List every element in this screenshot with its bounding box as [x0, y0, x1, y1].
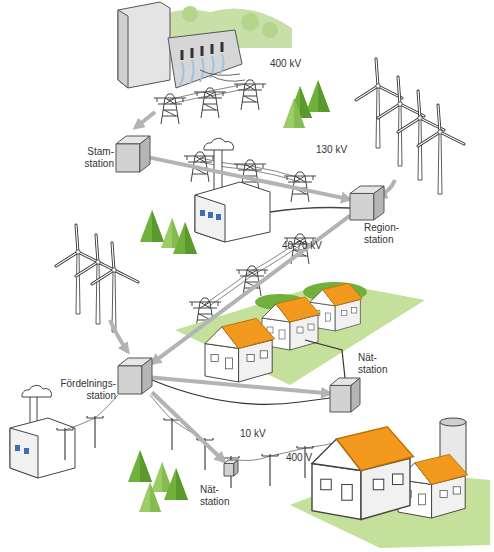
- illustration-shape: [152, 340, 345, 404]
- illustration-symbol: [418, 105, 464, 194]
- station-box: [224, 460, 238, 476]
- station-face: [234, 460, 238, 476]
- illustration-shape: [150, 395, 205, 440]
- station-label: Stam- station: [72, 146, 114, 170]
- station-node: Nät- station: [330, 378, 360, 412]
- illustration-shape: [110, 320, 128, 352]
- illustration-symbol: [312, 427, 414, 520]
- illustration-shape: [168, 30, 242, 88]
- illustration-symbol: [284, 172, 316, 202]
- voltage-label: 400 V: [286, 452, 312, 464]
- illustration-shape: [118, 2, 170, 88]
- hydro-plant: [118, 2, 292, 88]
- station-node: Fördelnings- station: [118, 358, 152, 394]
- station-label: Region- station: [364, 222, 408, 246]
- station-label: Nät- station: [358, 352, 398, 376]
- illustration-shape: [262, 22, 278, 38]
- illustration-symbol: [87, 416, 103, 448]
- illustration-symbol: [139, 482, 161, 512]
- power-flow-arrow: [152, 378, 330, 394]
- station-face: [224, 464, 234, 476]
- station-box: [350, 186, 384, 220]
- illustration-shape: [118, 10, 128, 88]
- illustration-symbol: [234, 80, 266, 110]
- illustration-symbol: [164, 468, 188, 500]
- illustration-shape: [208, 212, 213, 218]
- station-face: [351, 378, 360, 412]
- transmission-lines: [135, 80, 316, 328]
- station-node: Nät- station: [224, 460, 238, 476]
- illustration-shape: [195, 182, 270, 242]
- illustration-symbol: [236, 266, 268, 296]
- illustration-symbol: [306, 80, 330, 112]
- illustration-symbol: [164, 418, 180, 450]
- illustration-symbol: [154, 94, 186, 124]
- illustration-symbol: [140, 210, 164, 242]
- station-label: Fördelnings- station: [48, 378, 116, 402]
- illustration-symbol: [173, 222, 197, 254]
- illustration-shape: [195, 195, 225, 242]
- illustration-shape: [24, 448, 29, 454]
- voltage-label: 130 kV: [316, 144, 347, 156]
- illustration-symbol: [128, 450, 152, 482]
- station-label: Nät- station: [200, 484, 240, 508]
- illustration-shape: [182, 6, 198, 22]
- illustration-shape: [200, 210, 205, 216]
- illustration-symbol: [262, 454, 278, 486]
- illustration-symbol: [223, 456, 239, 488]
- illustration-symbol: [194, 88, 226, 118]
- illustration-shape: [10, 418, 75, 478]
- illustration-symbol: [184, 152, 216, 182]
- illustration-shape: [180, 54, 224, 86]
- illustration-shape: [10, 428, 38, 478]
- station-box: [118, 358, 152, 394]
- illustration-shape: [270, 208, 350, 213]
- illustration-shape: [15, 445, 20, 451]
- illustration-shape: [135, 112, 155, 128]
- factory: [195, 138, 350, 242]
- station-box: [330, 378, 360, 412]
- illustration-shape: [241, 13, 259, 31]
- illustration-symbol: [283, 98, 305, 128]
- voltage-label: 40-70 kV: [282, 240, 322, 252]
- illustration-symbol: [57, 428, 73, 460]
- illustration-shape: [175, 282, 425, 385]
- power-flow-arrow: [152, 392, 224, 461]
- illustration-symbol: [205, 318, 275, 382]
- station-node: Stam- station: [116, 136, 150, 172]
- illustration-symbol: [204, 138, 234, 150]
- station-node: Region- station: [350, 186, 384, 220]
- illustration-symbol: [22, 385, 52, 397]
- station-face: [140, 136, 150, 172]
- station-face: [116, 144, 140, 172]
- station-face: [118, 366, 142, 394]
- illustration-symbol: [92, 243, 138, 332]
- illustration-symbol: [356, 59, 402, 148]
- village: [152, 282, 425, 404]
- distribution-poles: [10, 385, 353, 488]
- station-box: [116, 136, 150, 172]
- power-flow-arrow: [150, 158, 350, 200]
- illustration-shape: [200, 70, 245, 81]
- illustration-symbol: [197, 438, 213, 470]
- station-face: [350, 193, 374, 220]
- power-flow-arrow: [152, 216, 350, 364]
- voltage-label: 400 kV: [270, 58, 301, 70]
- farm: [290, 418, 490, 548]
- station-face: [374, 186, 384, 220]
- station-face: [142, 358, 152, 394]
- voltage-label: 10 kV: [240, 428, 266, 440]
- illustration-shape: [440, 418, 466, 426]
- illustration-shape: [214, 148, 222, 190]
- station-face: [330, 385, 351, 412]
- illustration-shape: [182, 42, 222, 60]
- illustration-shape: [216, 214, 221, 220]
